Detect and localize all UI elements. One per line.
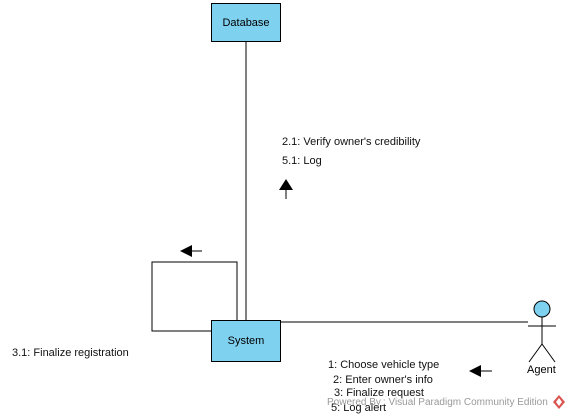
message-label: 5.1: Log	[282, 155, 322, 167]
message-label: 1: Choose vehicle type	[328, 359, 440, 371]
message-label: 3: Finalize request	[334, 387, 424, 399]
message-arrow-up-icon	[279, 179, 293, 199]
message-label: 3.1: Finalize registration	[12, 347, 129, 359]
object-database[interactable]: Database	[211, 3, 281, 42]
message-label: 5: Log alert	[331, 402, 387, 414]
self-link-system[interactable]	[151, 261, 238, 332]
watermark-text: Powered By : Visual Paradigm Community E…	[327, 397, 548, 408]
message-label: 2.1: Verify owner's credibility	[282, 136, 421, 148]
agent-actor-icon[interactable]	[528, 300, 556, 363]
visual-paradigm-logo-icon	[553, 395, 565, 409]
object-system[interactable]: System	[211, 320, 281, 362]
actor-label-agent: Agent	[527, 364, 556, 376]
message-arrow-left-icon	[180, 245, 202, 257]
message-arrow-left-icon	[469, 365, 492, 377]
message-label: 2: Enter owner's info	[333, 374, 433, 386]
